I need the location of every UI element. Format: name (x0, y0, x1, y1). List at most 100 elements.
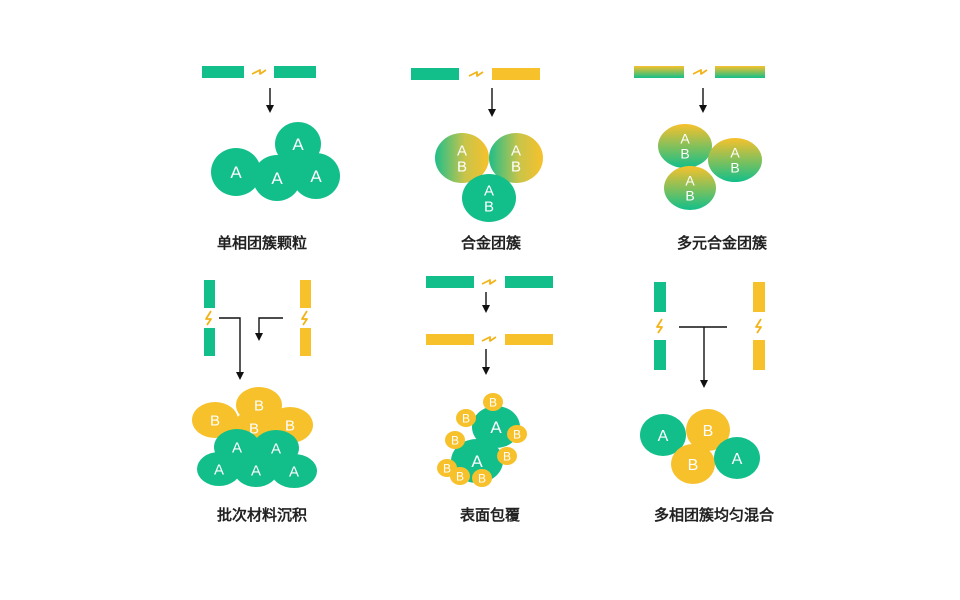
ball-label: B (462, 411, 470, 425)
cluster-ball: B (192, 402, 238, 438)
panel-caption: 合金团簇 (460, 234, 522, 252)
ball-label: A (680, 131, 690, 147)
ball-shape (483, 393, 503, 411)
arrow-head-icon (482, 305, 490, 313)
ball-label: A (310, 167, 322, 186)
ball-label: B (456, 469, 464, 483)
cluster-ball: A (640, 414, 686, 456)
cluster-ball: B (686, 409, 730, 451)
target-bar (426, 276, 474, 288)
cluster-ball: AB (664, 166, 716, 210)
ball-label: A (230, 163, 242, 182)
cluster-ball: B (445, 431, 465, 449)
arrow-head-icon (266, 105, 274, 113)
ball-label: B (511, 158, 521, 175)
ball-shape (664, 166, 716, 210)
cluster-ball: AB (708, 138, 762, 182)
ball-shape (658, 124, 712, 168)
spark-icon (468, 71, 484, 77)
ball-shape (708, 138, 762, 182)
target-bar (634, 66, 684, 78)
ball-shape (507, 425, 527, 443)
ball-shape (292, 153, 340, 199)
target-bar (654, 282, 666, 312)
target-bar (505, 276, 553, 288)
ball-label: B (457, 158, 467, 175)
ball-label: A (289, 463, 299, 480)
ball-label: B (249, 420, 259, 437)
ball-shape (472, 469, 492, 487)
ball-label: B (730, 159, 739, 175)
target-bar (274, 66, 316, 78)
cluster-ball: B (497, 447, 517, 465)
cluster-ball: A (253, 155, 301, 201)
ball-label: B (484, 198, 494, 215)
target-bar (300, 280, 311, 308)
spark-icon (301, 310, 308, 326)
ball-label: A (232, 439, 242, 456)
ball-label: A (484, 183, 494, 200)
ball-label: A (730, 145, 740, 161)
panel-caption: 多相团簇均匀混合 (654, 506, 775, 524)
target-bar (753, 340, 765, 370)
arrow-head-icon (482, 367, 490, 375)
ball-label: A (292, 135, 304, 154)
target-bar (654, 340, 666, 370)
ball-label: A (457, 143, 467, 160)
target-bar (204, 328, 215, 356)
ball-label: B (210, 412, 220, 429)
ball-label: A (214, 461, 224, 478)
arrow-head-icon (699, 105, 707, 113)
ball-label: B (443, 461, 451, 475)
ball-label: A (271, 169, 283, 188)
cluster-ball: A (234, 453, 278, 487)
panel-caption: 多元合金团簇 (677, 234, 768, 252)
cluster-ball: AB (435, 133, 489, 183)
cluster-ball: A (714, 437, 760, 479)
cluster-ball: B (450, 467, 470, 485)
target-bar (715, 66, 765, 78)
ball-label: B (451, 433, 459, 447)
panel-caption: 单相团簇颗粒 (217, 234, 307, 252)
spark-icon (251, 69, 267, 75)
panel-caption: 批次材料沉积 (217, 506, 307, 524)
ball-shape (497, 447, 517, 465)
ball-label: B (513, 427, 521, 441)
cluster-ball: B (507, 425, 527, 443)
target-bar (753, 282, 765, 312)
ball-shape (445, 431, 465, 449)
spark-icon (481, 279, 497, 285)
target-bar (492, 68, 540, 80)
ball-shape (671, 444, 715, 484)
ball-shape (435, 133, 489, 183)
ball-shape (640, 414, 686, 456)
target-bar (300, 328, 311, 356)
arrow-head-icon (255, 333, 263, 341)
cluster-ball: A (292, 153, 340, 199)
ball-label: B (503, 449, 511, 463)
spark-icon (692, 69, 708, 75)
ball-shape (234, 453, 278, 487)
ball-label: B (478, 471, 486, 485)
ball-label: A (471, 452, 483, 471)
ball-shape (489, 133, 543, 183)
target-bar (204, 280, 215, 308)
ball-label: A (658, 428, 669, 445)
ball-shape (197, 452, 241, 486)
arrow-line (258, 317, 283, 333)
cluster-ball: B (456, 409, 476, 427)
ball-label: A (511, 143, 521, 160)
panel-caption: 表面包覆 (460, 506, 521, 524)
spark-icon (755, 318, 762, 334)
ball-label: B (254, 397, 264, 414)
ball-shape (271, 454, 317, 488)
cluster-ball: AB (462, 174, 516, 222)
ball-label: A (490, 418, 502, 437)
